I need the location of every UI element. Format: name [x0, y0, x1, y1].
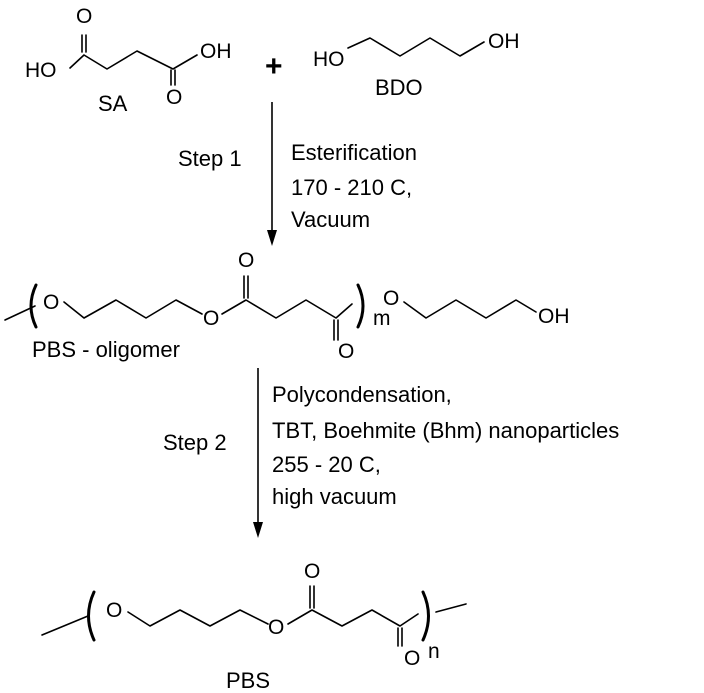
oligomer-ester-o-atom: O	[203, 307, 219, 330]
sa-o-bottom-atom: O	[166, 86, 182, 109]
step2-condition-2: TBT, Boehmite (Bhm) nanoparticles	[272, 418, 619, 443]
sa-label: SA	[98, 91, 128, 116]
step1-condition-2: 170 - 210 C,	[291, 175, 412, 200]
oligomer-o1-atom: O	[43, 291, 59, 314]
pbs-polymer-structure: O O O O n PBS	[41, 560, 467, 693]
butanediol-structure: HO OH BDO	[313, 30, 520, 100]
polymer-carbonyl-o-bottom: O	[404, 647, 420, 670]
step1-label: Step 1	[178, 146, 242, 171]
pbs-oligomer-structure: O O O O m O OH PBS - oligomer	[4, 249, 570, 363]
step2-condition-3: 255 - 20 C,	[272, 452, 381, 477]
oligomer-carbonyl-o-bottom: O	[338, 340, 354, 363]
oligomer-label: PBS - oligomer	[32, 337, 180, 362]
step2-condition-4: high vacuum	[272, 484, 397, 509]
step2-label: Step 2	[163, 430, 227, 455]
polymer-o1-atom: O	[106, 599, 122, 622]
step1-condition-3: Vacuum	[291, 207, 370, 232]
step1-arrow	[267, 102, 277, 246]
sa-ho-atom: HO	[25, 59, 57, 82]
polymer-ester-o-atom: O	[268, 616, 284, 639]
step1-condition-1: Esterification	[291, 140, 417, 165]
bdo-label: BDO	[375, 75, 423, 100]
polymer-label: PBS	[226, 668, 270, 693]
sa-oh-atom: OH	[200, 40, 232, 63]
bdo-ho-atom: HO	[313, 48, 345, 71]
step2-arrow	[253, 368, 263, 538]
plus-sign: +	[265, 50, 283, 83]
step2-condition-1: Polycondensation,	[272, 382, 452, 407]
oligomer-subscript-m: m	[373, 307, 391, 330]
oligomer-o2-atom: O	[383, 287, 399, 310]
oligomer-oh-atom: OH	[538, 305, 570, 328]
succinic-acid-structure: HO O OH O SA	[25, 5, 232, 116]
polymer-carbonyl-o-top: O	[304, 560, 320, 583]
polymer-subscript-n: n	[428, 640, 440, 663]
bdo-oh-atom: OH	[488, 30, 520, 53]
sa-o-top-atom: O	[76, 5, 92, 28]
oligomer-carbonyl-o-top: O	[238, 249, 254, 272]
